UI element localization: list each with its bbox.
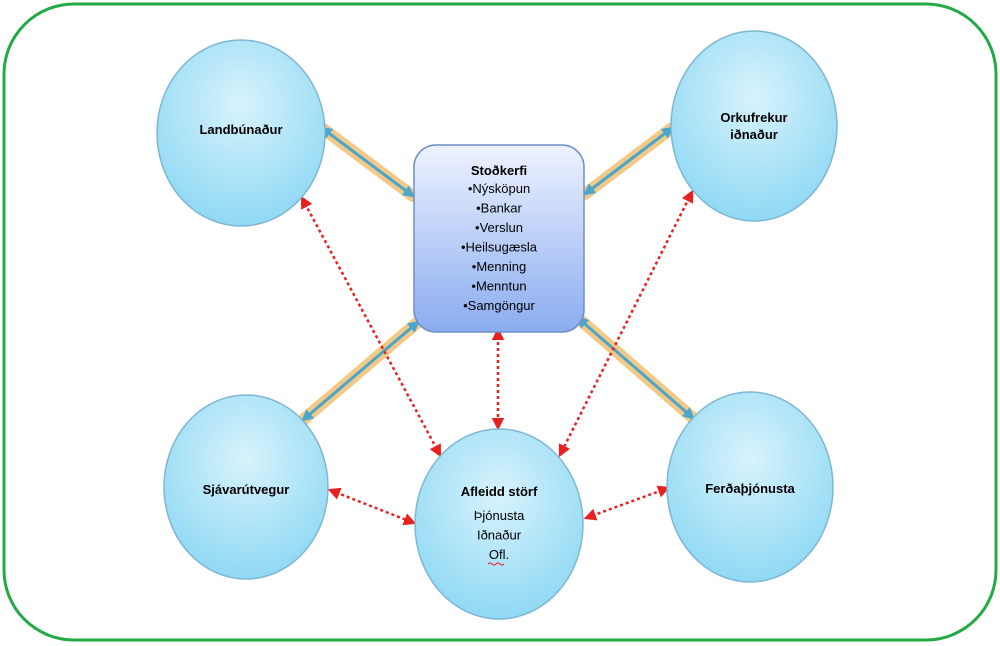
label-ferdathjonusta: Ferðaþjónusta xyxy=(705,481,795,496)
node-afleidd xyxy=(414,428,584,620)
stodkerfi-item: •Nýsköpun xyxy=(468,181,530,196)
node-ferdathjonusta xyxy=(666,391,834,583)
arrow-orkufrekur-stodkerfi xyxy=(579,122,678,200)
arrow-landbunadur-stodkerfi xyxy=(316,122,419,202)
arrow-orkufrekur-afleidd xyxy=(558,189,694,458)
afleidd-item: Ofl. xyxy=(489,547,509,562)
afleidd-item: Iðnaður xyxy=(477,528,522,543)
node-landbunadur xyxy=(156,39,326,227)
label-sjavarutvegur: Sjávarútvegur xyxy=(203,482,290,497)
stodkerfi-title: Stoðkerfi xyxy=(471,163,527,178)
stodkerfi-item: •Menntun xyxy=(471,279,526,294)
label-orkufrekur-line1: Orkufrekur xyxy=(720,110,787,125)
stodkerfi-item: •Menning xyxy=(472,259,526,274)
label-landbunadur: Landbúnaður xyxy=(199,122,282,137)
afleidd-title: Afleidd störf xyxy=(461,484,538,499)
stodkerfi-item: •Samgöngur xyxy=(463,298,535,313)
node-orkufrekur xyxy=(670,30,838,222)
stodkerfi-items: •Nýsköpun •Bankar •Verslun •Heilsugæsla •Men… xyxy=(461,181,538,313)
arrow-ferdathjonusta-afleidd xyxy=(583,485,671,521)
stodkerfi-item: •Verslun xyxy=(475,220,523,235)
stodkerfi-item: •Bankar xyxy=(476,201,522,216)
dotted-arrows xyxy=(300,189,694,526)
label-orkufrekur-line2: iðnaður xyxy=(730,127,778,142)
arrow-landbunadur-afleidd xyxy=(300,195,442,458)
stodkerfi-item: •Heilsugæsla xyxy=(461,240,538,255)
spellcheck-underline xyxy=(487,562,505,566)
afleidd-item: Þjónusta xyxy=(474,508,525,523)
node-stodkerfi xyxy=(413,144,585,333)
node-sjavarutvegur xyxy=(163,394,329,580)
